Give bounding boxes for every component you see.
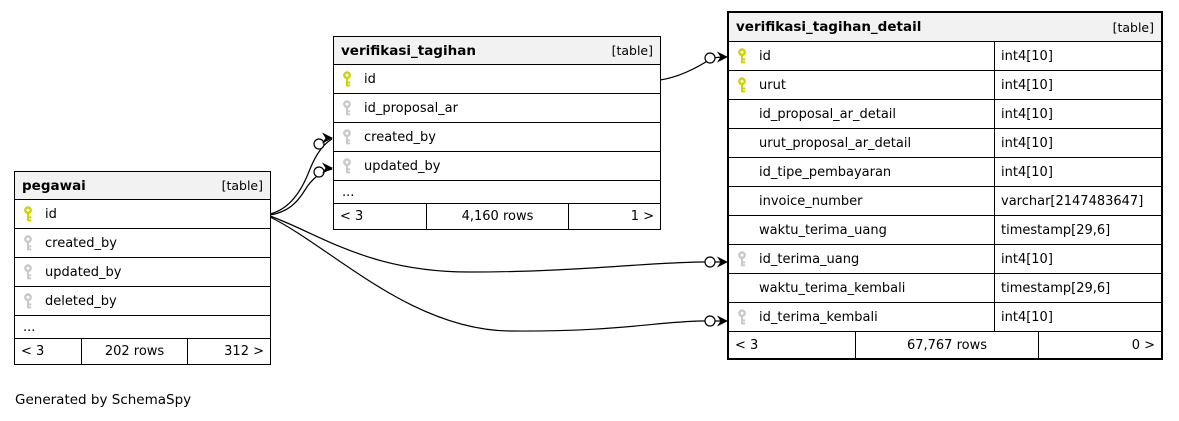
children-count: < 3 [735,337,759,353]
column-type: timestamp[29,6] [994,274,1161,302]
table-title: pegawai [22,177,86,194]
column-type: int4[10] [994,42,1161,70]
column-name: id [364,71,376,87]
column-row: id [334,65,660,94]
column-name: created_by [364,129,436,145]
table-header[interactable]: pegawai [table] [15,172,270,200]
column-name: updated_by [364,158,441,174]
relationship-line [269,168,333,216]
column-type: varchar[2147483647] [994,187,1161,215]
column-type: int4[10] [994,71,1161,99]
table-footer: < 3 202 rows 312 > [15,339,270,364]
column-name: urut [759,77,786,93]
column-name: urut_proposal_ar_detail [759,135,912,151]
table-node-verifikasi-tagihan[interactable]: verifikasi_tagihan [table] id id_proposa… [333,36,661,230]
column-row: id [15,200,270,229]
zero-cardinality-marker [313,138,325,150]
table-footer: < 3 67,767 rows 0 > [729,332,1161,358]
zero-cardinality-marker [704,256,716,268]
column-name: waktu_terima_kembali [759,280,906,296]
table-header[interactable]: verifikasi_tagihan_detail [table] [729,13,1161,42]
column-name: id [759,48,771,64]
ellipsis-label: ... [23,319,36,335]
column-type: int4[10] [994,158,1161,186]
column-row: urut_proposal_ar_detail int4[10] [729,129,1161,158]
foreign-key-icon [738,309,746,325]
column-type: int4[10] [994,303,1161,331]
relationship-line [659,56,723,81]
row-count: 202 rows [81,339,188,364]
children-count: < 3 [340,209,364,224]
table-footer: < 3 4,160 rows 1 > [334,204,660,229]
column-name: id_proposal_ar_detail [759,106,897,122]
arrowhead-icon [322,162,333,174]
column-row: created_by [334,123,660,152]
column-row: id_tipe_pembayaran int4[10] [729,158,1161,187]
column-row: id_proposal_ar_detail int4[10] [729,100,1161,129]
column-name: updated_by [45,264,122,280]
column-name: deleted_by [45,293,117,309]
ellipsis-row: ... [334,181,660,204]
zero-cardinality-marker [313,166,325,178]
table-node-pegawai[interactable]: pegawai [table] id created_by updated_by… [14,171,271,365]
primary-key-icon [738,48,746,64]
column-row: id_terima_kembali int4[10] [729,303,1161,332]
table-tag: [table] [221,178,263,193]
column-type: int4[10] [994,129,1161,157]
column-type: int4[10] [994,245,1161,273]
column-type: int4[10] [994,100,1161,128]
primary-key-icon [343,71,351,87]
children-count: < 3 [21,344,45,359]
column-name: waktu_terima_uang [759,222,887,238]
primary-key-icon [738,77,746,93]
table-header[interactable]: verifikasi_tagihan [table] [334,37,660,65]
column-name: invoice_number [759,193,863,209]
ellipsis-row: ... [15,316,270,339]
primary-key-icon [24,206,32,222]
foreign-key-icon [343,158,351,174]
ellipsis-label: ... [342,184,355,200]
column-name: id_terima_kembali [759,309,878,325]
table-tag: [table] [611,43,653,58]
parents-count: 312 > [224,344,264,359]
foreign-key-icon [24,293,32,309]
column-name: id_tipe_pembayaran [759,164,892,180]
column-row: updated_by [334,152,660,181]
foreign-key-icon [24,235,32,251]
table-title: verifikasi_tagihan_detail [736,19,922,35]
relationship-line [269,138,333,215]
zero-cardinality-marker [704,315,716,327]
parents-count: 1 > [630,209,654,224]
row-count: 4,160 rows [426,204,569,229]
column-name: created_by [45,235,117,251]
foreign-key-icon [343,100,351,116]
column-name: id [45,206,57,222]
column-name: id_terima_uang [759,251,860,267]
column-row: waktu_terima_uang timestamp[29,6] [729,216,1161,245]
row-count: 67,767 rows [855,332,1039,358]
column-row: invoice_number varchar[2147483647] [729,187,1161,216]
arrowhead-icon [322,132,333,144]
table-node-verifikasi-tagihan-detail[interactable]: verifikasi_tagihan_detail [table] id int… [727,11,1163,360]
zero-cardinality-marker [704,52,716,64]
relationship-line [269,216,722,332]
column-type: timestamp[29,6] [994,216,1161,244]
foreign-key-icon [738,251,746,267]
column-row: created_by [15,229,270,258]
table-tag: [table] [1112,19,1154,35]
parents-count: 0 > [1131,337,1155,353]
column-row: waktu_terima_kembali timestamp[29,6] [729,274,1161,303]
column-name: id_proposal_ar [364,100,458,116]
column-row: id int4[10] [729,42,1161,71]
column-row: updated_by [15,258,270,287]
column-row: deleted_by [15,287,270,316]
generated-by-caption: Generated by SchemaSpy [15,392,192,408]
foreign-key-icon [24,264,32,280]
foreign-key-icon [343,129,351,145]
column-row: id_proposal_ar [334,94,660,123]
column-row: urut int4[10] [729,71,1161,100]
column-row: id_terima_uang int4[10] [729,245,1161,274]
table-title: verifikasi_tagihan [341,42,476,59]
